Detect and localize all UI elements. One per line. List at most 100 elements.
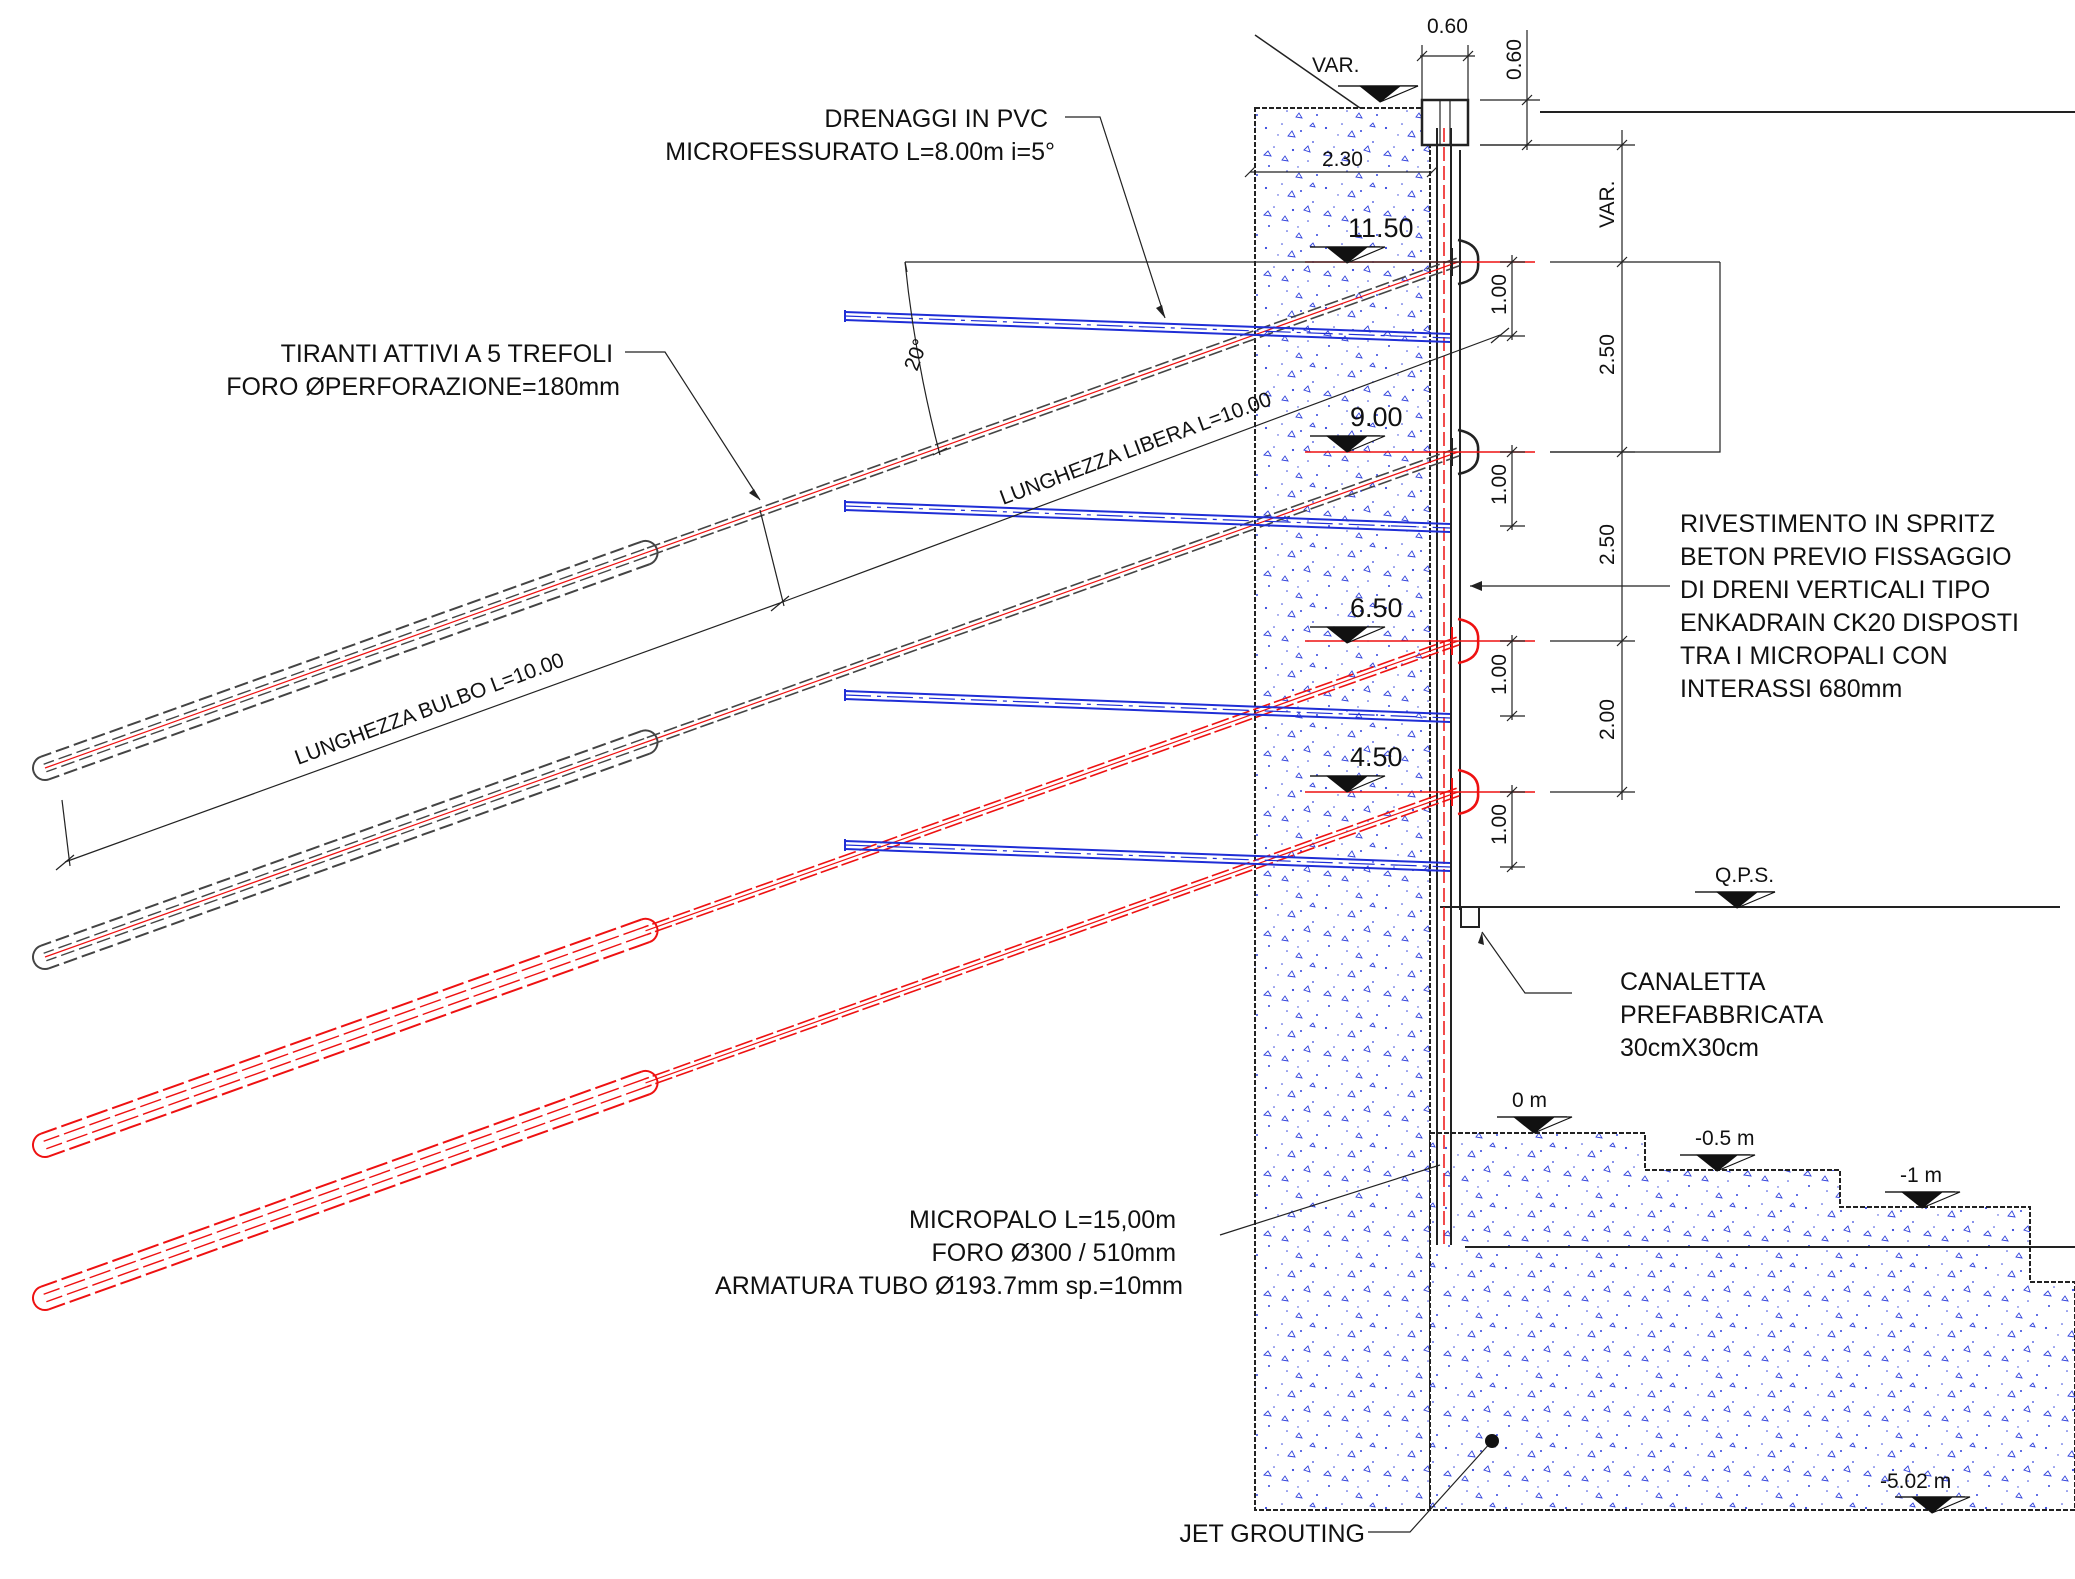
anchor-free-length-line — [646, 644, 1460, 936]
level-step-0: 0 m — [1512, 1089, 1547, 1112]
anchor-bulb-line — [48, 563, 650, 781]
level-marker-triangle-open — [1736, 891, 1776, 909]
marker-var-top — [1338, 85, 1419, 103]
marker-step-0 — [1497, 1116, 1573, 1134]
anchor-1 — [32, 238, 1535, 781]
dim-spacing-1: 2.50 — [1596, 334, 1619, 375]
drain-1 — [844, 310, 1451, 343]
anchor-end-cap — [32, 755, 50, 781]
jet-grouting-base — [1429, 1132, 2075, 1511]
level-anchor-2: 9.00 — [1350, 402, 1403, 432]
level-marker-triangle-open — [1921, 1191, 1961, 1209]
anchor-bulb-line — [46, 933, 648, 1150]
dim-spacing-2: 2.50 — [1596, 524, 1619, 565]
anchor-bulb-start — [641, 1070, 659, 1096]
level-qps: Q.P.S. — [1715, 864, 1774, 887]
dim-drain-offset-3: 1.00 — [1488, 654, 1511, 695]
level-marker-triangle-open — [1931, 1496, 1971, 1514]
ground-lines — [1254, 34, 2075, 1248]
drain-4 — [844, 839, 1451, 872]
label-lunghezza-bulbo: LUNGHEZZA BULBO L=10.00 — [292, 649, 568, 770]
jet-grouting-marker — [1485, 1434, 1499, 1448]
label-tiranti: TIRANTI ATTIVI A 5 TREFOLI FORO ØPERFORA… — [226, 340, 620, 401]
anchor-bulb-line — [40, 540, 642, 758]
level-marker-triangle-open — [1533, 1116, 1573, 1134]
level-anchor-3: 6.50 — [1350, 593, 1403, 623]
anchor-tendon-line — [44, 552, 646, 769]
anchor-bulb-line — [43, 548, 645, 765]
anchor-2 — [32, 428, 1535, 970]
level-marker-triangle-open — [1716, 1154, 1756, 1172]
drain-axis — [844, 315, 1451, 339]
level-marker-triangle-open — [1346, 435, 1386, 453]
anchor-bulb-start — [641, 729, 659, 755]
label-drenaggi: DRENAGGI IN PVC MICROFESSURATO L=8.00m i… — [665, 105, 1055, 166]
drain-3 — [844, 689, 1451, 723]
drain-axis — [844, 694, 1451, 719]
anchor-bulb-line — [46, 745, 648, 962]
level-anchor-4: 4.50 — [1350, 742, 1403, 772]
drain-line — [844, 690, 1451, 715]
anchor-tendon-line — [645, 791, 1459, 1084]
anchor-bulb-line — [43, 926, 645, 1142]
drain-line — [844, 509, 1451, 533]
drain-line — [844, 840, 1451, 864]
dim-spacing-3: 2.00 — [1596, 699, 1619, 740]
level-marker-triangle-open — [1346, 626, 1386, 644]
anchor-free-length-line — [646, 795, 1460, 1088]
marker-step-2 — [1885, 1191, 1961, 1209]
marker-qps — [1695, 891, 1776, 909]
anchor-bulb-line — [43, 737, 645, 954]
drain-line — [844, 319, 1451, 343]
anchor-free-length-line — [643, 787, 1457, 1080]
marker-anchor-1 — [1310, 246, 1386, 264]
drain-line — [844, 311, 1451, 335]
dimension-lines — [55, 30, 1721, 873]
anchor-bulb-line — [40, 730, 642, 947]
level-var-top: VAR. — [1312, 54, 1359, 77]
dim-drain-offset-2: 1.00 — [1488, 464, 1511, 505]
label-angle: 20° — [900, 336, 932, 374]
drains — [844, 310, 1451, 872]
marker-anchor-4 — [1310, 775, 1386, 793]
anchor-bulb-line — [48, 752, 650, 970]
dim-drain-offset-1: 1.00 — [1488, 274, 1511, 315]
drain-2 — [844, 500, 1451, 533]
anchor-bulb-line — [40, 1070, 642, 1288]
anchors — [32, 238, 1535, 1311]
label-lunghezza-libera: LUNGHEZZA LIBERA L=10.00 — [997, 388, 1275, 510]
level-marker-triangle-open — [1346, 775, 1386, 793]
drain-line — [844, 848, 1451, 872]
anchor-3 — [32, 617, 1535, 1158]
dim-drain-offset-4: 1.00 — [1488, 804, 1511, 845]
drainage-channel — [1460, 906, 1480, 928]
anchor-bulb-line — [48, 941, 650, 1158]
marker-anchor-2 — [1310, 435, 1386, 453]
anchor-end-cap — [32, 1285, 50, 1311]
level-anchor-1: 11.50 — [1348, 213, 1414, 243]
dim-cap-width: 0.60 — [1427, 15, 1468, 38]
micropile — [1420, 98, 1470, 1245]
anchor-bulb-line — [48, 1093, 650, 1311]
anchor-bulb-line — [40, 918, 642, 1135]
label-micropalo: MICROPALO L=15,00m FORO Ø300 / 510mm ARM… — [715, 1206, 1183, 1300]
anchor-bulb-line — [46, 556, 648, 773]
level-bottom: -5.02 m — [1880, 1470, 1951, 1493]
anchor-4 — [32, 768, 1535, 1311]
marker-anchor-3 — [1310, 626, 1386, 644]
dim-width-230: 2.30 — [1322, 148, 1363, 171]
anchor-bulb-line — [46, 1086, 648, 1303]
label-jet-grouting: JET GROUTING — [1179, 1520, 1365, 1548]
drain-line — [844, 501, 1451, 525]
drain-axis — [844, 844, 1451, 868]
marker-step-1 — [1680, 1154, 1756, 1172]
drain-line — [844, 698, 1451, 723]
anchor-tendon-line — [645, 640, 1459, 932]
label-rivestimento: RIVESTIMENTO IN SPRITZ BETON PREVIO FISS… — [1680, 510, 2026, 703]
anchor-tendon-line — [645, 451, 1459, 743]
anchor-tendon-line — [645, 261, 1459, 554]
anchor-bulb-start — [641, 917, 659, 944]
dim-var-vertical: VAR. — [1596, 181, 1619, 228]
anchor-end-cap — [32, 944, 50, 970]
